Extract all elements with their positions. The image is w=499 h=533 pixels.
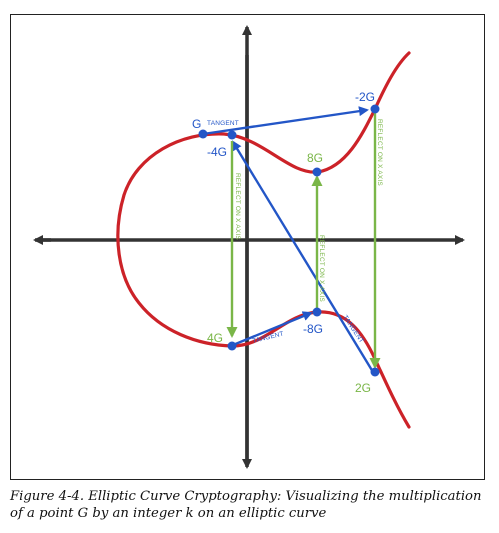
point-neg4g <box>227 130 237 140</box>
elliptic-curve-diagram: G -4G -2G 8G 4G -8G 2G TANGENT TANGENT T… <box>33 25 465 469</box>
label-neg4g: -4G <box>207 145 227 159</box>
reflect-label-middle: REFLECT ON X AXIS <box>318 235 325 302</box>
reflect-label-right: REFLECT ON X AXIS <box>376 119 383 186</box>
label-2g: 2G <box>355 381 371 395</box>
label-8g: 8G <box>307 151 323 165</box>
tangent-line-4g-to-neg8g <box>232 311 313 347</box>
figure-caption: Figure 4-4. Elliptic Curve Cryptography:… <box>10 489 482 521</box>
label-g: G <box>192 117 201 131</box>
tangent-line-2g-to-neg4g <box>231 140 375 373</box>
label-neg2g: -2G <box>355 90 375 104</box>
reflect-label-left: REFLECT ON X AXIS <box>234 173 241 240</box>
figure-frame: G -4G -2G 8G 4G -8G 2G TANGENT TANGENT T… <box>10 14 485 480</box>
point-2g <box>370 367 380 377</box>
point-neg8g <box>312 307 322 317</box>
tangent-label-top: TANGENT <box>207 120 239 127</box>
elliptic-curve <box>116 51 411 429</box>
tangent-line-g-to-neg2g <box>202 106 369 136</box>
point-g <box>198 129 208 139</box>
label-4g: 4G <box>207 331 223 345</box>
point-8g <box>312 167 322 177</box>
label-neg8g: -8G <box>303 322 323 336</box>
point-neg2g <box>370 104 380 114</box>
point-4g <box>227 341 237 351</box>
